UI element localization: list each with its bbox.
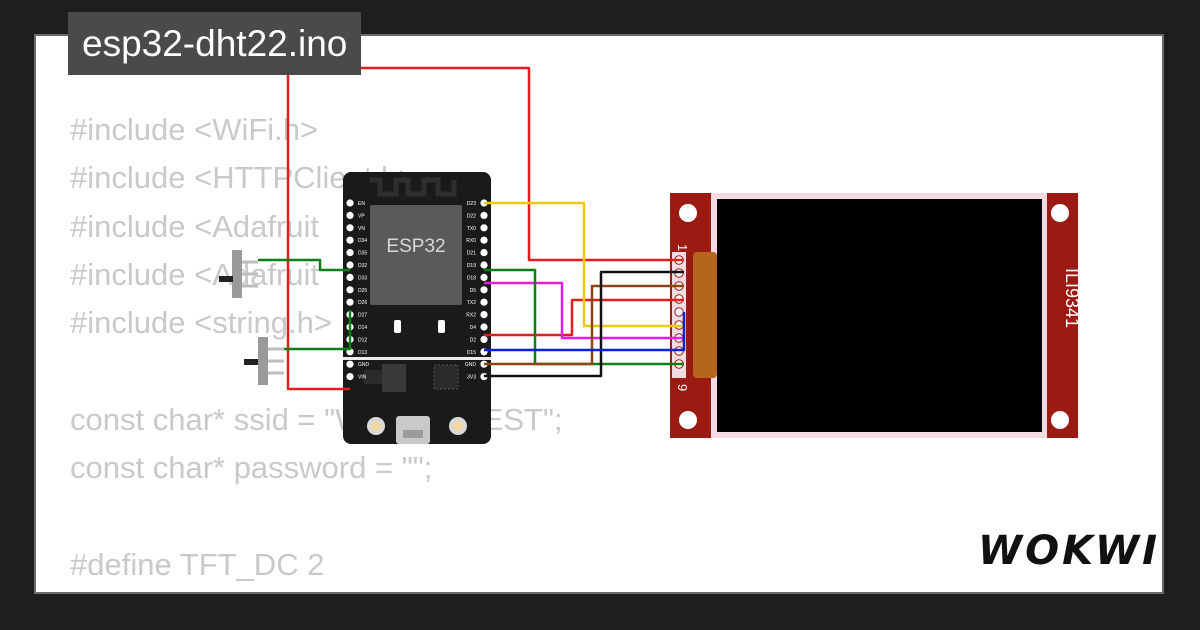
slide-switch-icon[interactable] <box>244 337 284 385</box>
esp32-right-pin-label: RX2 <box>466 313 476 319</box>
wire-magenta-d19 <box>484 281 684 340</box>
esp32-left-pin-label: D12 <box>358 337 367 343</box>
esp32-right-pin[interactable] <box>480 298 488 306</box>
wire-green-d18 <box>484 268 684 366</box>
esp32-left-pin[interactable] <box>346 224 354 232</box>
esp32-left-pin-label: D14 <box>358 325 367 331</box>
esp32-right-pin-label: D2 <box>470 337 477 343</box>
display-pin-first: 1 <box>675 244 690 251</box>
esp32-right-pin[interactable] <box>480 224 488 232</box>
esp32-right-pin-label: D19 <box>467 263 476 269</box>
esp32-left-pin[interactable] <box>346 373 354 381</box>
esp32-left-pin[interactable] <box>346 286 354 294</box>
esp32-right-pin[interactable] <box>480 286 488 294</box>
esp32-left-pin-label: VN <box>358 226 365 232</box>
esp32-right-pin-label: TX0 <box>467 226 476 232</box>
esp32-right-pin[interactable] <box>480 323 488 331</box>
esp32-right-pin-label: D22 <box>467 213 476 219</box>
wire-yellow-d23 <box>484 201 684 328</box>
esp32-left-pin-label: D26 <box>358 300 367 306</box>
esp32-left-pin-label: D35 <box>358 251 367 257</box>
ili9341-display-icon[interactable]: ILI9341 1 9 <box>670 193 1082 438</box>
display-label: ILI9341 <box>1062 268 1082 328</box>
esp32-right-pin-label: TX2 <box>467 300 476 306</box>
code-line: #include <string.h> <box>70 305 332 341</box>
esp32-right-pin-label: D4 <box>470 325 477 331</box>
esp32-left-pin-label: D13 <box>358 350 367 356</box>
wires <box>258 66 686 391</box>
esp32-left-pin-label: EN <box>358 201 365 207</box>
esp32-right-pin-label: D18 <box>467 275 476 281</box>
wokwi-logo: WOKWI <box>978 528 1161 574</box>
esp32-left-pin[interactable] <box>346 211 354 219</box>
wire-red-d4 <box>484 298 684 337</box>
esp32-left-pin[interactable] <box>346 360 354 368</box>
esp32-right-pin[interactable] <box>480 249 488 257</box>
esp32-left-pin-label: D34 <box>358 238 367 244</box>
esp32-left-pin[interactable] <box>346 199 354 207</box>
display-pin-last: 9 <box>675 384 690 391</box>
esp32-right-pin-label: D23 <box>467 201 476 207</box>
wire-blue-d2 <box>484 312 686 352</box>
code-line: #define TFT_DC 2 <box>70 546 325 582</box>
esp32-right-pin-label: GND <box>465 362 477 368</box>
esp32-right-pin[interactable] <box>480 211 488 219</box>
code-line: #include <WiFi.h> <box>70 112 319 147</box>
esp32-left-pin-label: GND <box>358 362 370 368</box>
wire-green-switch2 <box>284 310 352 351</box>
wire-red-vin <box>286 66 684 391</box>
esp32-right-pin-label: D5 <box>470 288 477 294</box>
wire-brown-d15 <box>484 284 684 366</box>
wire-green-switch1 <box>258 258 350 272</box>
esp32-right-pin-label: 3V3 <box>467 375 476 381</box>
code-line: #include <Adafruit <box>70 208 320 244</box>
esp32-left-pin-label: VIN <box>358 375 367 381</box>
esp32-left-pin-label: VP <box>358 213 365 219</box>
display-header-pin[interactable] <box>674 307 684 317</box>
esp32-right-pin-label: D21 <box>467 251 476 257</box>
esp32-left-pin-label: D33 <box>358 275 367 281</box>
esp32-left-pin-label: D32 <box>358 263 367 269</box>
esp32-left-pin[interactable] <box>346 261 354 269</box>
esp32-left-pin-label: D25 <box>358 288 367 294</box>
esp32-right-pin-label: RX0 <box>466 238 476 244</box>
wire-black-gnd <box>484 270 684 378</box>
esp32-right-pin-label: D15 <box>467 350 476 356</box>
esp32-left-pin-label: D27 <box>358 313 367 319</box>
slide-switch-icon[interactable] <box>219 250 258 298</box>
esp32-right-pin[interactable] <box>480 311 488 319</box>
esp32-chip-label: ESP32 <box>386 236 445 257</box>
esp32-right-pin[interactable] <box>480 335 488 343</box>
esp32-left-pin[interactable] <box>346 273 354 281</box>
esp32-right-pin[interactable] <box>480 236 488 244</box>
code-line: const char* password = ""; <box>70 450 433 486</box>
project-filename: esp32-dht22.ino <box>68 12 362 75</box>
esp32-board-icon[interactable]: ESP32 ENVPVND34D35D32D33D25D26D27D14D12D… <box>343 172 491 444</box>
esp32-right-pin[interactable] <box>480 273 488 281</box>
esp32-right-pin[interactable] <box>480 261 488 269</box>
esp32-left-pin[interactable] <box>346 249 354 257</box>
esp32-left-pin[interactable] <box>346 298 354 306</box>
esp32-left-pin[interactable] <box>346 236 354 244</box>
